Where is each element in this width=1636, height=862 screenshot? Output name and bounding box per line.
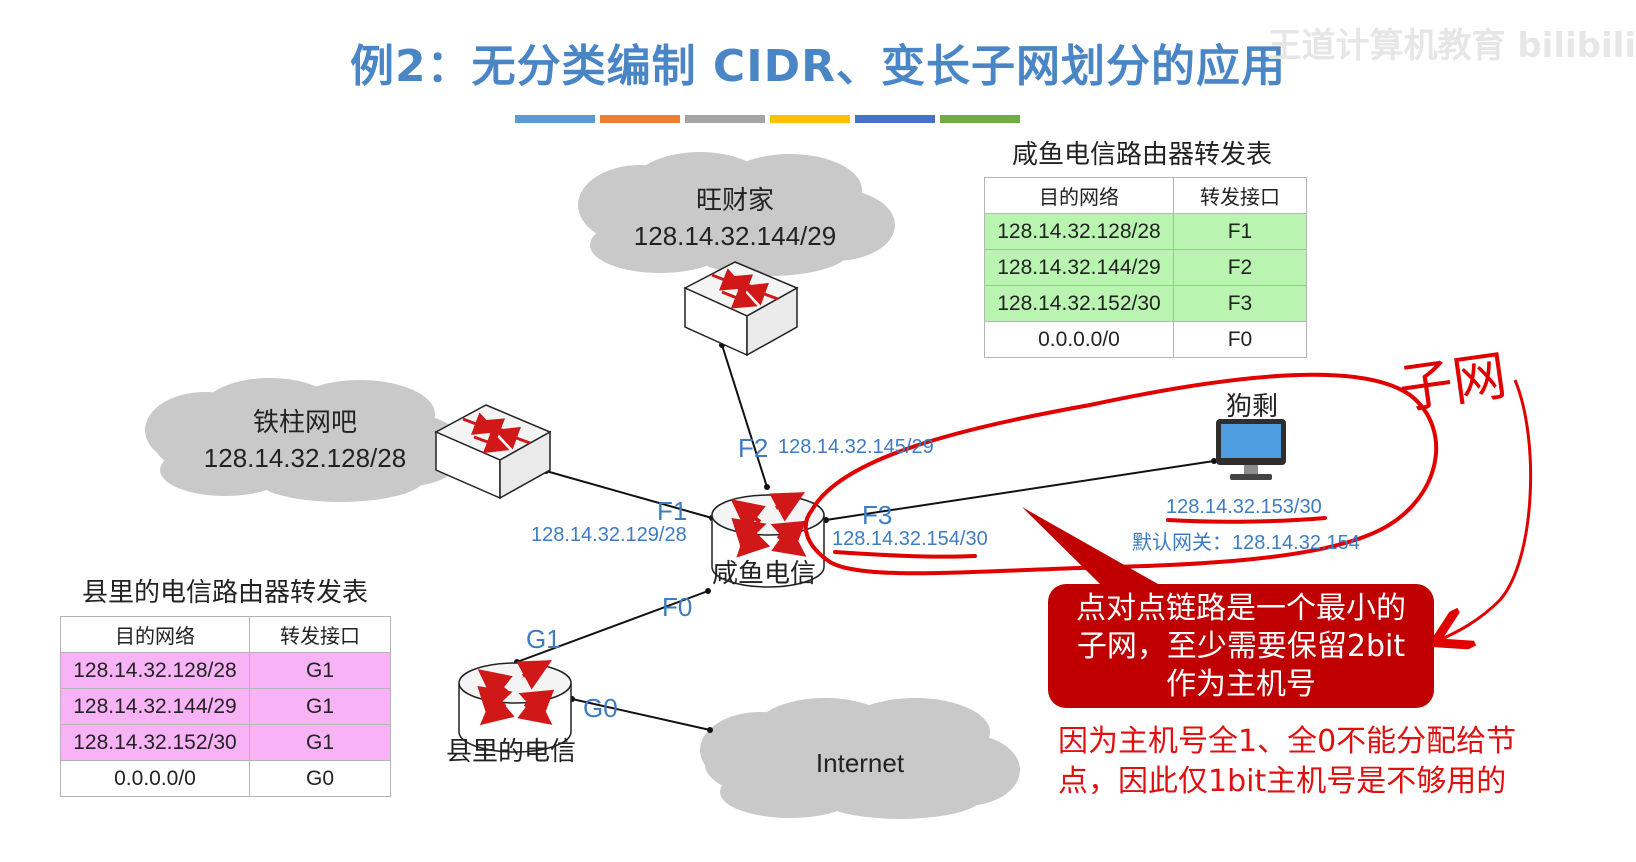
callout-pointer: [1022, 507, 1158, 584]
color-bar: [770, 115, 850, 123]
wangcai-node: 旺财家 128.14.32.144/29: [620, 184, 850, 254]
goushen-label: 狗剩: [1226, 392, 1279, 422]
table-row: 128.14.32.144/29 F2: [984, 249, 1307, 286]
explanation-note: 因为主机号全1、全0不能分配给节 点，因此仅1bit主机号是不够用的: [1058, 722, 1516, 802]
table-row: 0.0.0.0/0 F0: [984, 321, 1307, 358]
column-header-interface: 转发接口: [1173, 177, 1307, 214]
tiezhu-node: 铁柱网吧 128.14.32.128/28: [190, 406, 420, 476]
table-row: 128.14.32.128/28 F1: [984, 213, 1307, 250]
destination-cell: 128.14.32.144/29: [984, 249, 1174, 286]
interface-f3-label: F3: [862, 500, 893, 530]
note-line: 点，因此仅1bit主机号是不够用的: [1058, 764, 1507, 799]
xianyu-router-label: 咸鱼电信: [712, 559, 817, 589]
interface-cell: G0: [249, 760, 391, 797]
color-bar: [515, 115, 595, 123]
color-bar: [940, 115, 1020, 123]
destination-cell: 0.0.0.0/0: [984, 321, 1174, 358]
interface-f2-label: F2: [738, 433, 769, 463]
interface-g1-label: G1: [526, 624, 561, 654]
interface-cell: G1: [249, 688, 391, 725]
goushen-gateway: 默认网关：128.14.32.154: [1132, 532, 1360, 554]
destination-cell: 0.0.0.0/0: [60, 760, 250, 797]
handwritten-circle: [803, 372, 1438, 576]
callout-line: 点对点链路是一个最小的: [1076, 591, 1406, 626]
color-bar: [600, 115, 680, 123]
table-row: 128.14.32.128/28 G1: [60, 652, 391, 689]
interface-cell: G1: [249, 724, 391, 761]
note-line: 因为主机号全1、全0不能分配给节: [1058, 724, 1517, 759]
column-header-destination: 目的网络: [984, 177, 1174, 214]
callout-line: 子网，至少需要保留2bit: [1076, 629, 1406, 664]
tiezhu-name: 铁柱网吧: [252, 408, 357, 438]
destination-cell: 128.14.32.144/29: [60, 688, 250, 725]
goushen-ip: 128.14.32.153/30: [1166, 496, 1322, 518]
xianyu-forwarding-table: 目的网络 转发接口 128.14.32.128/28 F1 128.14.32.…: [984, 177, 1307, 358]
interface-f1-ip: 128.14.32.129/28: [531, 524, 687, 546]
watermark: 王道计算机教育 bilibili: [1267, 26, 1636, 66]
cloud-internet: [700, 698, 1020, 819]
county-forwarding-table: 目的网络 转发接口 128.14.32.128/28 G1 128.14.32.…: [60, 616, 391, 797]
table-row: 0.0.0.0/0 G0: [60, 760, 391, 797]
interface-f0-label: F0: [662, 592, 693, 622]
county-table-title: 县里的电信路由器转发表: [82, 578, 369, 608]
interface-cell: G1: [249, 652, 391, 689]
destination-cell: 128.14.32.152/30: [60, 724, 250, 761]
column-header-destination: 目的网络: [60, 616, 250, 653]
cloud-tiezhu: [145, 378, 465, 502]
tiezhu-subnet: 128.14.32.128/28: [203, 443, 407, 473]
wangcai-subnet: 128.14.32.144/29: [633, 221, 837, 251]
switch-tiezhu-icon: [434, 404, 552, 500]
interface-cell: F2: [1173, 249, 1307, 286]
interface-f1-label: F1: [657, 496, 688, 526]
color-bar: [855, 115, 935, 123]
slide-title: 例2：无分类编制 CIDR、变长子网划分的应用: [350, 41, 1286, 92]
destination-cell: 128.14.32.128/28: [60, 652, 250, 689]
router-xianyu-icon: [711, 492, 825, 588]
color-bar: [685, 115, 765, 123]
interface-f2-ip: 128.14.32.145/29: [778, 436, 934, 458]
switch-wangcai-icon: [683, 261, 799, 357]
interface-g0-label: G0: [583, 693, 618, 723]
cloud-wangcai: [578, 152, 895, 276]
callout-line: 作为主机号: [1166, 667, 1316, 702]
county-router-label: 县里的电信: [446, 737, 577, 767]
handwritten-subnet-label: 子网: [1394, 343, 1511, 422]
destination-cell: 128.14.32.128/28: [984, 213, 1174, 250]
xianyu-table-title: 咸鱼电信路由器转发表: [1012, 140, 1273, 170]
column-header-interface: 转发接口: [249, 616, 391, 653]
table-row: 128.14.32.144/29 G1: [60, 688, 391, 725]
internet-label: Internet: [815, 748, 905, 778]
computer-goushen-icon: [1216, 419, 1286, 480]
handwritten-arrow: [1440, 379, 1533, 640]
table-row: 128.14.32.152/30 G1: [60, 724, 391, 761]
table-row: 128.14.32.152/30 F3: [984, 285, 1307, 322]
interface-cell: F3: [1173, 285, 1307, 322]
callout-box: 点对点链路是一个最小的 子网，至少需要保留2bit 作为主机号: [1048, 584, 1434, 708]
wangcai-name: 旺财家: [695, 186, 774, 216]
interface-f3-ip: 128.14.32.154/30: [832, 528, 988, 550]
destination-cell: 128.14.32.152/30: [984, 285, 1174, 322]
interface-cell: F0: [1173, 321, 1307, 358]
interface-cell: F1: [1173, 213, 1307, 250]
router-county-icon: [458, 660, 572, 753]
